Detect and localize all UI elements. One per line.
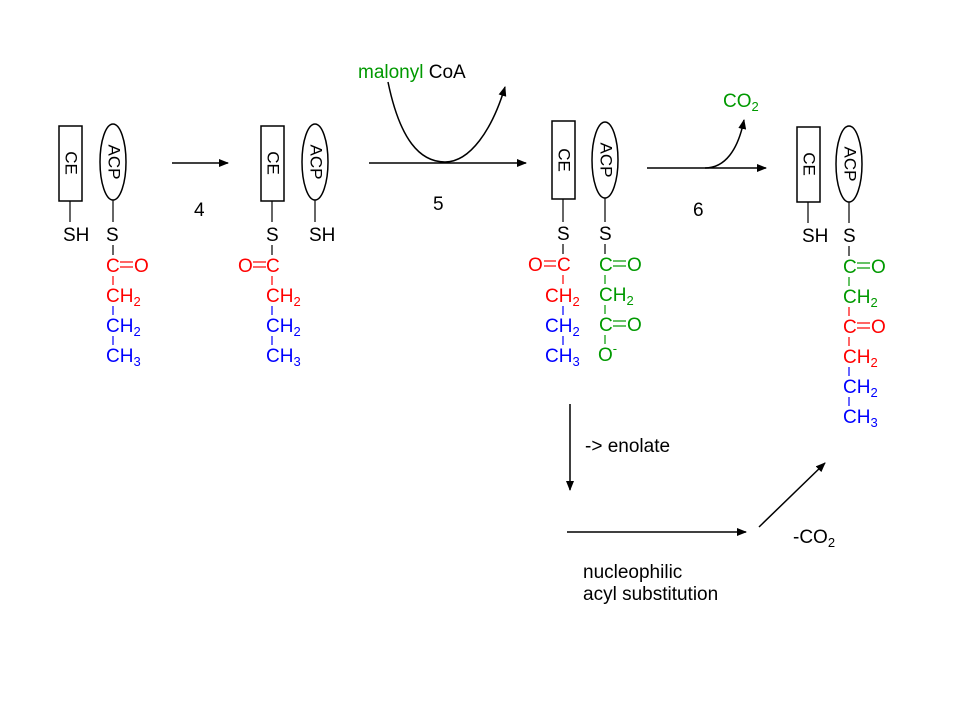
ch2-red: CH2: [545, 286, 580, 309]
step-6-label: 6: [693, 200, 704, 221]
s-atom: S: [557, 224, 570, 245]
carbonyl-c-red: C: [843, 317, 857, 338]
co2-release-curve: [704, 119, 747, 169]
carbonyl-c: C: [599, 255, 613, 276]
co2-label: CO2: [723, 91, 759, 114]
carbonyl-c-green: C: [843, 257, 857, 278]
nucleophilic-label: nucleophilic: [583, 562, 682, 583]
s-atom: S: [599, 224, 612, 245]
carbonyl-o-red: O: [871, 317, 886, 338]
ch3-blue: CH3: [266, 346, 301, 369]
sh-group: SH: [63, 225, 89, 246]
carbonyl-o: O: [528, 255, 543, 276]
ch2-red: CH2: [266, 286, 301, 309]
ch2-green: CH2: [599, 285, 634, 308]
enolate-label: -> enolate: [585, 436, 670, 457]
ce-label: CE: [555, 148, 574, 172]
ch2-green: CH2: [843, 287, 878, 310]
carbonyl-o: O: [238, 256, 253, 277]
acp-label: ACP: [597, 143, 616, 178]
carbonyl-o: O: [134, 256, 149, 277]
module-1: CE ACP SH S C O CH2 CH2 CH3: [58, 123, 149, 369]
carboxylate-o: O-: [598, 341, 617, 366]
step-4-label: 4: [194, 200, 205, 221]
step-5-label: 5: [433, 194, 444, 215]
ch2-blue: CH2: [266, 316, 301, 339]
arrow-up-decarboxylation: [758, 462, 826, 528]
s-atom: S: [266, 225, 279, 246]
acyl-substitution-label: acyl substitution: [583, 584, 718, 605]
ch3-blue: CH3: [843, 407, 878, 430]
carbonyl-c: C: [106, 256, 120, 277]
ce-label: CE: [62, 151, 81, 175]
ch3-blue: CH3: [545, 346, 580, 369]
s-atom: S: [843, 226, 856, 247]
carbonyl-o-green: O: [871, 257, 886, 278]
acp-label: ACP: [841, 147, 860, 182]
carboxyl-o: O: [627, 315, 642, 336]
sh-group: SH: [802, 226, 828, 247]
acp-label: ACP: [307, 145, 326, 180]
malonyl-coa-curve: [387, 81, 507, 163]
ch2-red: CH2: [106, 286, 141, 309]
carboxyl-c: C: [599, 315, 613, 336]
ch2-blue: CH2: [545, 316, 580, 339]
sh-group: SH: [309, 225, 335, 246]
acp-label: ACP: [105, 145, 124, 180]
ch2-blue: CH2: [843, 377, 878, 400]
ch2-blue: CH2: [106, 316, 141, 339]
carbonyl-c: C: [557, 255, 571, 276]
module-3: CE ACP S S O C CH2 CH2 CH3 C O CH2 C O O…: [528, 120, 642, 369]
ch3-blue: CH3: [106, 346, 141, 369]
module-4: CE ACP SH S C O CH2 C O CH2 CH2 CH3: [796, 125, 886, 430]
carbonyl-c: C: [266, 256, 280, 277]
ch2-red: CH2: [843, 347, 878, 370]
malonyl-coa-label: malonyl CoA: [358, 62, 466, 83]
s-atom: S: [106, 225, 119, 246]
module-2: CE ACP S SH O C CH2 CH2 CH3: [238, 123, 335, 369]
ce-label: CE: [264, 151, 283, 175]
minus-co2-label: -CO2: [793, 527, 835, 550]
carbonyl-o: O: [627, 255, 642, 276]
ce-label: CE: [800, 152, 819, 176]
